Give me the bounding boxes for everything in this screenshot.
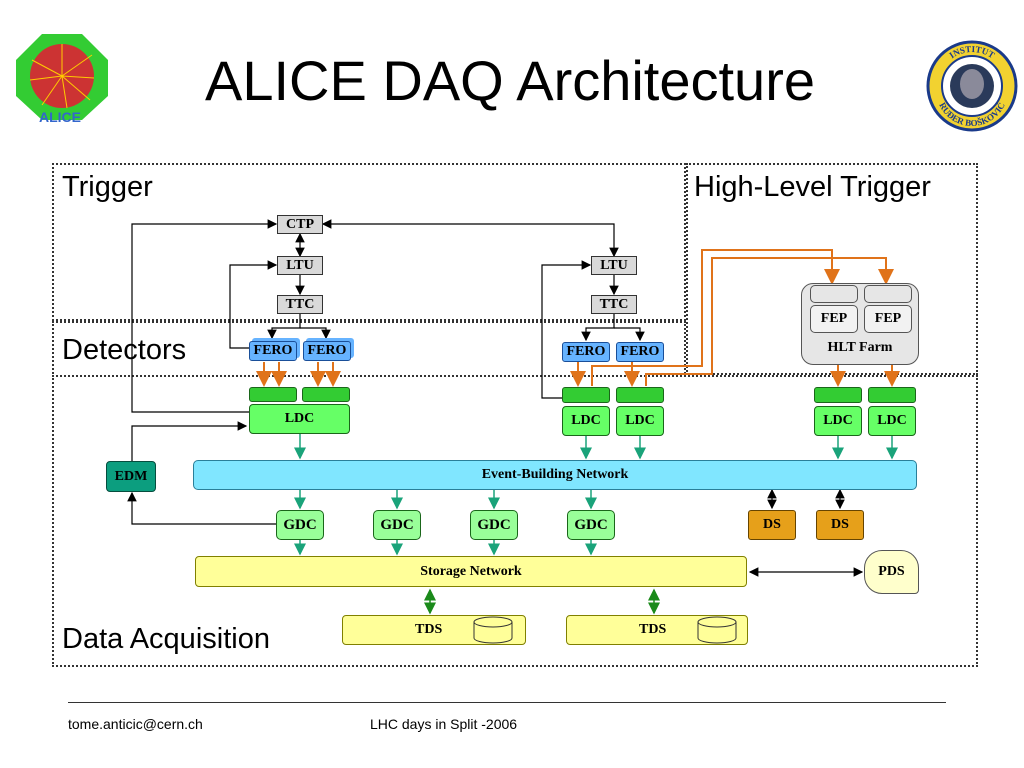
ds-node: DS: [816, 510, 864, 540]
gdc-node: GDC: [567, 510, 615, 540]
ldc-node: LDC: [814, 406, 862, 436]
ltu-node-left: LTU: [277, 256, 323, 275]
fero-node: FERO: [303, 341, 351, 361]
gdc-node: GDC: [373, 510, 421, 540]
gdc-node: GDC: [470, 510, 518, 540]
hlt-farm-label: HLT Farm: [827, 340, 893, 355]
svg-text:ALICE: ALICE: [39, 109, 81, 125]
daq-region: [52, 375, 978, 667]
ctp-node: CTP: [277, 215, 323, 234]
ldc-node: LDC: [249, 404, 350, 434]
ds-node: DS: [748, 510, 796, 540]
hlt-label: High-Level Trigger: [694, 171, 931, 203]
institute-seal: INSTITUT RUĐER BOŠKOVIĆ: [926, 40, 1018, 132]
ldc-port: [814, 387, 862, 403]
daq-label: Data Acquisition: [62, 623, 270, 655]
slide-title: ALICE DAQ Architecture: [204, 49, 815, 112]
fep-node: FEP: [864, 305, 912, 333]
footer-email: tome.anticic@cern.ch: [68, 716, 203, 732]
gdc-node: GDC: [276, 510, 324, 540]
footer-event: LHC days in Split -2006: [370, 716, 518, 732]
storage-network: Storage Network: [195, 556, 747, 587]
ldc-port: [249, 387, 297, 402]
pds-node: PDS: [864, 550, 919, 594]
fero-node: FERO: [616, 342, 664, 362]
fep-node: FEP: [810, 305, 858, 333]
ldc-node: LDC: [562, 406, 610, 436]
fep-port: [810, 285, 858, 303]
ltu-node-right: LTU: [591, 256, 637, 275]
footer-divider: [68, 702, 946, 703]
ldc-port: [868, 387, 916, 403]
ldc-port: [616, 387, 664, 403]
event-building-network: Event-Building Network: [193, 460, 917, 490]
ttc-node-right: TTC: [591, 295, 637, 314]
ttc-node-left: TTC: [277, 295, 323, 314]
tds-label: TDS: [415, 622, 443, 637]
svg-text:INSTITUT: INSTITUT: [947, 44, 996, 60]
fero-node: FERO: [562, 342, 610, 362]
trigger-region: [52, 163, 686, 321]
edm-node: EDM: [106, 461, 156, 492]
detectors-label: Detectors: [62, 334, 187, 366]
fero-node: FERO: [249, 341, 297, 361]
ldc-port: [562, 387, 610, 403]
disk-icon: [697, 616, 737, 644]
ldc-port: [302, 387, 350, 402]
alice-logo: ALICE: [16, 34, 108, 125]
fep-port: [864, 285, 912, 303]
ldc-node: LDC: [616, 406, 664, 436]
disk-icon: [473, 616, 513, 644]
tds-label: TDS: [639, 622, 667, 637]
ldc-node: LDC: [868, 406, 916, 436]
trigger-label: Trigger: [62, 171, 153, 203]
